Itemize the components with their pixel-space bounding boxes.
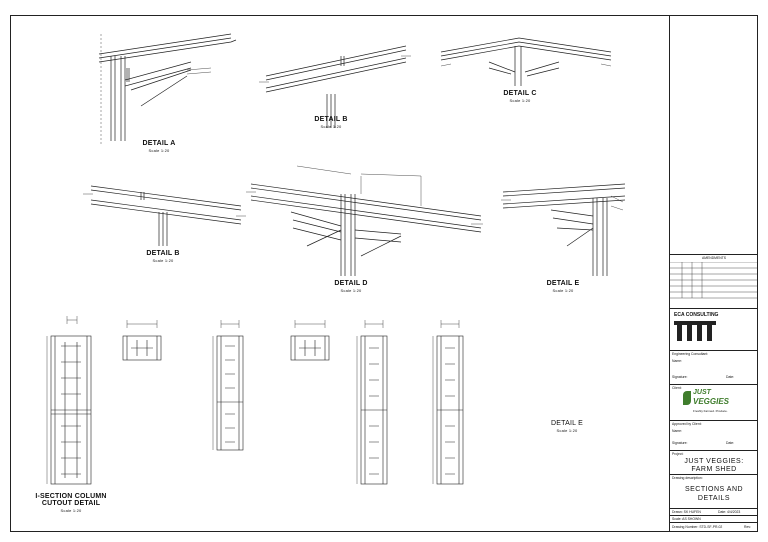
drawn-row: Drawn: SK HUFEN Date: 4/4/2023 <box>670 508 758 515</box>
drawing-line1: SECTIONS AND <box>684 486 744 493</box>
drawing-line2: DETAILS <box>697 495 731 502</box>
detail-c-label: DETAIL C Scale 1:20 <box>490 90 550 103</box>
client-logo-line2: VEGGIES <box>693 397 730 406</box>
description-section: Drawing description: SECTIONS AND DETAIL… <box>670 474 758 508</box>
detail-d-title: DETAIL D <box>334 280 368 287</box>
client-logo: JUST VEGGIES Freshly Farmed. Produce. <box>683 389 729 417</box>
engineering-label: Engineering Consultant: <box>672 352 709 356</box>
detail-e-mid-scale: Scale 1:20 <box>552 288 574 293</box>
cutout-title-line1: I-SECTION COLUMN <box>35 493 107 500</box>
cutout-scale: Scale 1:20 <box>60 508 82 513</box>
drawing-number-row: Drawing Number: STD-SF-PR-02 Rev: <box>670 522 758 531</box>
engineering-section: Engineering Consultant: Name: Signature:… <box>670 350 758 384</box>
detail-b-mid-scale: Scale 1:20 <box>152 258 174 263</box>
drawing-number: Drawing Number: STD-SF-PR-02 <box>672 525 723 529</box>
details-linework <box>46 33 626 485</box>
detail-c-title: DETAIL C <box>503 90 537 97</box>
approved-client-label: Approved by Client: <box>672 422 702 426</box>
project-label: Project: <box>672 452 684 456</box>
client-signature-label: Signature: <box>672 441 688 445</box>
detail-c-scale: Scale 1:20 <box>509 98 531 103</box>
company-section: ECA CONSULTING <box>670 308 758 350</box>
cutout-column-5 <box>356 320 388 485</box>
scale-row: Scale: AS SHOWN <box>670 515 758 522</box>
project-section: Project: JUST VEGGIES: FARM SHED <box>670 450 758 474</box>
cutout-plate-2 <box>122 320 162 361</box>
eng-date-label: Date: <box>726 375 735 379</box>
eng-name-label: Name: <box>672 359 682 363</box>
client-name-label: Name: <box>672 429 682 433</box>
detail-e-mid-drawing <box>501 183 626 276</box>
rev-label: Rev: <box>744 525 751 529</box>
detail-a-scale: Scale 1:20 <box>148 148 170 153</box>
detail-b-top-scale: Scale 1:20 <box>320 124 342 129</box>
drawn-date: Date: 4/4/2023 <box>718 510 741 514</box>
detail-b-mid-label: DETAIL B Scale 1:20 <box>133 250 193 263</box>
eng-signature-label: Signature: <box>672 375 688 379</box>
client-logo-line1: JUST <box>693 389 711 396</box>
company-logo <box>674 321 716 341</box>
leaf-icon <box>683 391 691 405</box>
cutout-column-1 <box>46 316 92 485</box>
detail-d-scale: Scale 1:20 <box>340 288 362 293</box>
client-label: Client: <box>672 386 682 390</box>
detail-a-title: DETAIL A <box>142 140 176 147</box>
approval-section: Approved by Client: Name: Signature: Dat… <box>670 420 758 450</box>
detail-b-top-label: DETAIL B Scale 1:20 <box>301 116 361 129</box>
detail-b-top-title: DETAIL B <box>314 116 348 123</box>
client-section: Client: JUST VEGGIES Freshly Farmed. Pro… <box>670 384 758 420</box>
project-line2: FARM SHED <box>691 466 737 473</box>
amendments-header: AMENDMENTS <box>701 256 727 260</box>
cutout-label: I-SECTION COLUMN CUTOUT DETAIL Scale 1:2… <box>29 493 113 513</box>
client-date-label: Date: <box>726 441 735 445</box>
detail-e-mid-title: DETAIL E <box>546 280 580 287</box>
detail-c-drawing <box>440 37 612 86</box>
detail-e-low-label: DETAIL E Scale 1:20 <box>537 420 597 433</box>
detail-d-drawing <box>246 165 483 276</box>
title-block: AMENDMENTS ECA CONSULTING <box>669 16 758 531</box>
scale-note: Scale: AS SHOWN <box>672 517 701 521</box>
amendments-section: AMENDMENTS <box>670 254 758 308</box>
amendments-grid <box>670 262 758 299</box>
client-tagline: Freshly Farmed. Produce. <box>693 409 728 413</box>
cutout-column-3 <box>212 320 244 451</box>
detail-e-mid-label: DETAIL E Scale 1:20 <box>533 280 593 293</box>
detail-b-top-drawing <box>259 45 411 128</box>
detail-d-label: DETAIL D Scale 1:20 <box>321 280 381 293</box>
drawing-area: DETAIL A Scale 1:20 DETAIL B Scale 1:20 … <box>11 16 669 531</box>
sheet-border <box>10 15 758 532</box>
detail-b-mid-title: DETAIL B <box>146 250 180 257</box>
cutout-title-line2: CUTOUT DETAIL <box>41 500 101 507</box>
detail-b-mid-drawing <box>83 185 246 246</box>
detail-a-label: DETAIL A Scale 1:20 <box>129 140 189 153</box>
drawing-desc-label: Drawing description: <box>672 476 703 480</box>
detail-a-drawing <box>98 33 237 144</box>
drawn-by: Drawn: SK HUFEN <box>672 510 701 514</box>
cutout-column-6 <box>432 320 464 485</box>
project-line1: JUST VEGGIES: <box>684 458 744 465</box>
detail-e-low-title: DETAIL E <box>551 420 583 427</box>
cutout-plate-4 <box>290 320 330 361</box>
detail-e-low-scale: Scale 1:20 <box>556 428 578 433</box>
company-name: ECA CONSULTING <box>674 312 719 318</box>
